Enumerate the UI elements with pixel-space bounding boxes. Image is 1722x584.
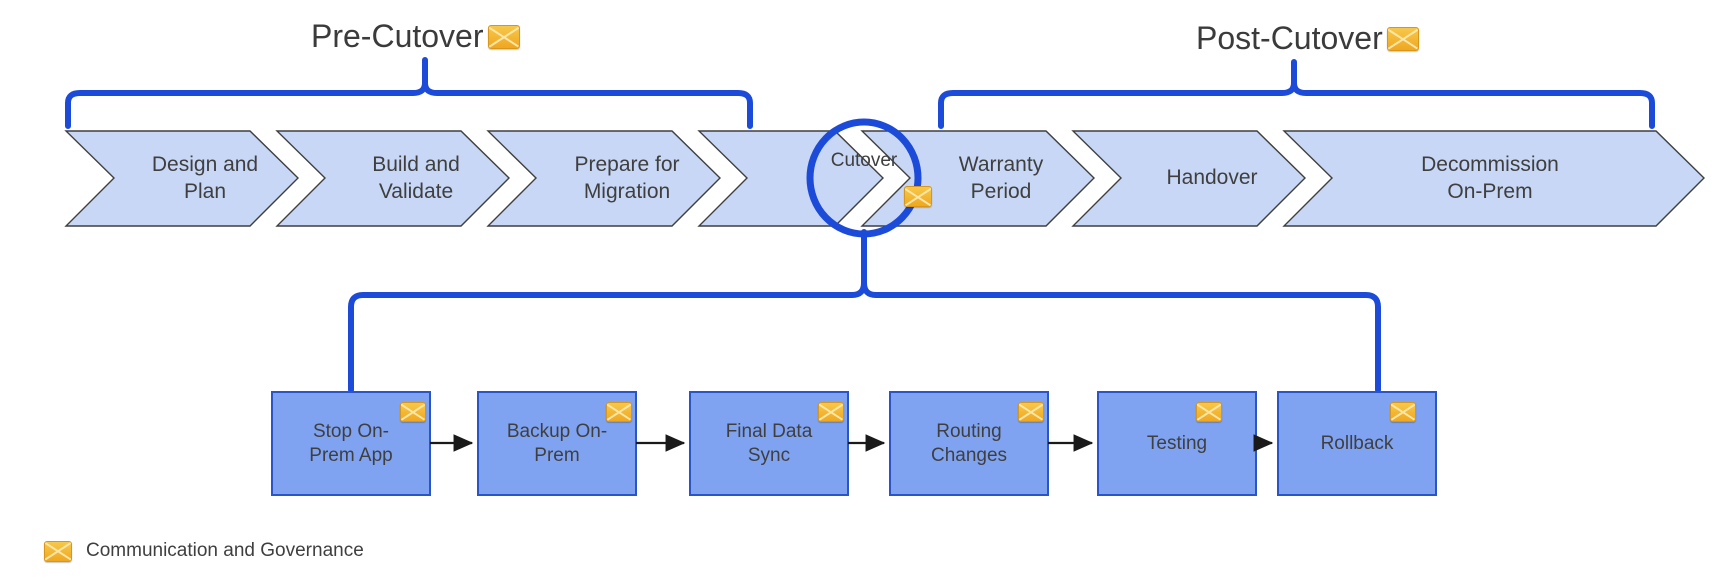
envelope-icon: [818, 402, 844, 422]
pre-cutover-title-text: Pre-Cutover: [311, 18, 484, 54]
pre-cutover-brace: [65, 57, 753, 129]
envelope-icon: [1018, 402, 1044, 422]
post-cutover-brace: [938, 59, 1655, 129]
envelope-icon: [1390, 402, 1416, 422]
phase-chevron-decommission-on-prem[interactable]: [1282, 130, 1705, 227]
phase-chevron-handover[interactable]: [1071, 130, 1306, 227]
phase-chevron-cutover[interactable]: [697, 130, 884, 227]
phase-chevron-design-and-plan[interactable]: [64, 130, 299, 227]
legend: Communication and Governance: [44, 540, 364, 562]
phase-chevron-build-and-validate[interactable]: [275, 130, 510, 227]
post-cutover-title-text: Post-Cutover: [1196, 20, 1383, 56]
envelope-icon: [487, 24, 520, 49]
phase-chevron-band: [64, 130, 1705, 227]
phase-chevron-prepare-for-migration[interactable]: [486, 130, 721, 227]
envelope-icon: [44, 540, 72, 562]
cutover-step-box-testing[interactable]: [1097, 391, 1257, 496]
envelope-icon: [606, 402, 632, 422]
phase-chevron-warranty-period[interactable]: [860, 130, 1095, 227]
envelope-icon: [1386, 26, 1419, 51]
envelope-icon: [1196, 402, 1222, 422]
pre-cutover-title: Pre-Cutover: [311, 18, 520, 55]
legend-text: Communication and Governance: [86, 540, 364, 561]
post-cutover-title: Post-Cutover: [1196, 20, 1419, 57]
cutover-steps-brace: [348, 229, 1381, 393]
envelope-icon: [904, 186, 932, 207]
envelope-icon: [400, 402, 426, 422]
